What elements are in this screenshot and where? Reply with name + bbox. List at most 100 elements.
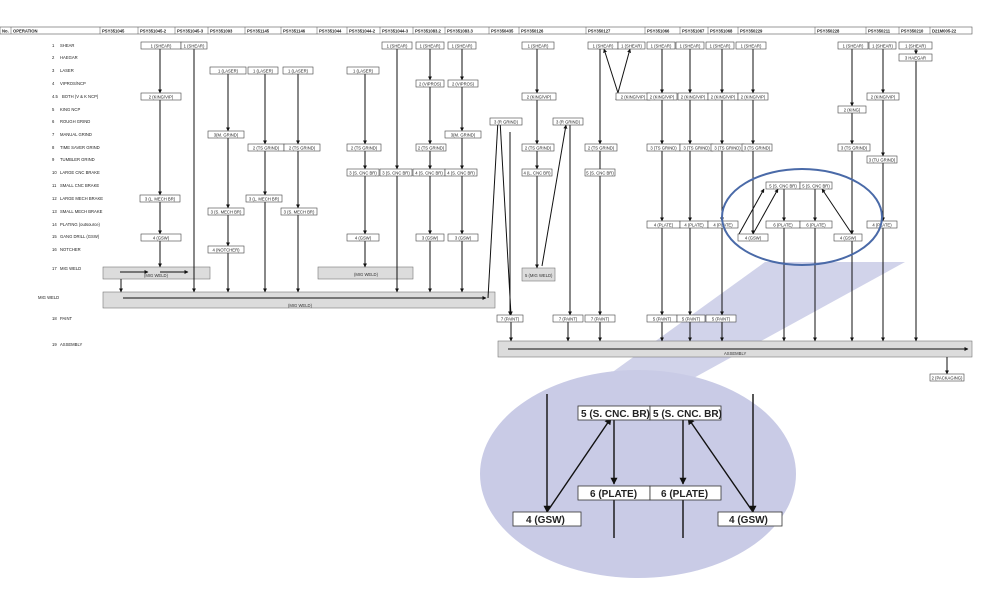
zoom-text-s-cnc-left: 5 (S. CNC. BR) [581, 409, 650, 420]
box-ts_grind-36 [283, 143, 321, 152]
box-text-ts_grind-39: 2 (TS GRIND) [525, 146, 552, 151]
box-s_cnc5-52 [584, 168, 616, 177]
header-part-16: PSY351068 [710, 29, 733, 34]
op-number-13: 13 [52, 209, 57, 214]
box-laser-17 [247, 66, 279, 75]
box-packaging-78 [929, 373, 965, 382]
header-part-2: PSY351045-3 [177, 29, 204, 34]
box-text-s_cnc5-54: 5 (S. CNC BR) [802, 184, 830, 189]
box-text-king_vip-27: 2 (KING/VIP) [711, 95, 736, 100]
box-text-shear-7: 1 (SHEAR) [621, 44, 642, 49]
box-laser-16 [209, 66, 247, 75]
box-text-plate6-62: 6 (PLATE) [773, 223, 793, 228]
box-paint5-76 [676, 314, 706, 323]
header-part-19: PSY350211 [868, 29, 891, 34]
box-s_cnc-48 [379, 168, 413, 177]
box-king_vip-29 [866, 92, 900, 101]
box-text-paint-74: 7 (PAINT) [591, 317, 610, 322]
header-part-20: PSY350210 [901, 29, 924, 34]
box-text-tu_grind-46: 3 (TU GRIND) [869, 158, 896, 163]
box-text-king_vip-28: 2 (KING/VIP) [741, 95, 766, 100]
box-text-shear-14: 1 (SHEAR) [905, 44, 926, 49]
box-text-paint-72: 7 (PAINT) [501, 317, 520, 322]
box-text-plate6-63: 6 (PLATE) [806, 223, 826, 228]
header-part-11: PSY350435 [491, 29, 514, 34]
op-number-6: 6 [52, 119, 55, 124]
box-shear-14 [898, 41, 933, 50]
box-tu_grind-46 [866, 155, 898, 164]
box-text-rough-31: 3 (R GRIND) [494, 120, 519, 125]
op-name-17: MIG WELD [60, 266, 81, 271]
header-part-12: PSY350126 [521, 29, 544, 34]
op-name-12: LARGE MECH BRAKE [60, 196, 103, 201]
box-text-s_cnc5-52: 5 (S. CNC BR) [586, 171, 614, 176]
assembly-label: ASSEMBLY [724, 351, 746, 356]
box-text-shear-13: 1 (SHEAR) [872, 44, 893, 49]
op-number-2: 3 [52, 68, 55, 73]
box-text-s_cnc5-53: 5 (S. CNC BR) [769, 184, 797, 189]
diag-connector-0 [603, 48, 619, 94]
zoom-text-plate-right: 6 (PLATE) [661, 489, 708, 500]
box-text-laser-19: 1 (LASER) [353, 69, 374, 74]
header-part-13: PSY350127 [588, 29, 611, 34]
box-text-gsw-65: 4 (GSW) [153, 236, 170, 241]
box-m_grind-34 [444, 130, 482, 139]
box-text-shear-9: 1 (SHEAR) [680, 44, 701, 49]
box-text-laser-16: 1 (LASER) [218, 69, 239, 74]
box-m_grind-33 [207, 130, 245, 139]
box-s_cnc-47 [346, 168, 380, 177]
box-laser-19 [346, 66, 380, 75]
header-part-4: PSY351145 [247, 29, 270, 34]
box-ts_grind3-45 [837, 143, 871, 152]
op-name-19: PAINT [60, 316, 72, 321]
header-operation: OPERATION [13, 29, 38, 34]
box-king_vip-23 [521, 92, 557, 101]
flow-connectors [119, 48, 969, 375]
box-text-shear-11: 1 (SHEAR) [741, 44, 762, 49]
box-paint-72 [496, 314, 524, 323]
box-text-shear-6: 1 (SHEAR) [593, 44, 614, 49]
mig-weld-main-label: (MIG WELD) [288, 303, 313, 308]
header-part-10: PSY351083.3 [447, 29, 474, 34]
op-number-5: 5 [52, 107, 55, 112]
op-name-4: BOTH (V & K NCP) [62, 94, 99, 99]
box-text-haegar-15: 3 HAEGAR [905, 56, 926, 61]
box-gsw-69 [737, 233, 769, 242]
box-text-shear-1: 1 (SHEAR) [184, 44, 205, 49]
box-text-shear-8: 1 (SHEAR) [651, 44, 672, 49]
diag-connector-3 [487, 119, 500, 299]
box-text-king_vip-25: 2 (KING/VIP) [650, 95, 675, 100]
zoom-ellipse [480, 370, 796, 578]
op-name-8: TIME SAVER GRIND [60, 145, 100, 150]
diag-connector-7 [738, 188, 765, 235]
header-part-6: PSY351044 [319, 29, 342, 34]
box-text-ts_grind3-43: 3 (TS GRIND) [714, 146, 741, 151]
op-number-9: 9 [52, 157, 55, 162]
zoom-box-s-cnc-right [649, 405, 722, 421]
zoom-inset: 5 (S. CNC. BR) 5 (S. CNC. BR) 6 (PLATE) … [512, 394, 783, 538]
box-notcher-71 [207, 245, 245, 254]
mig-weld-label-3: 5 (MIG WELD) [525, 273, 553, 278]
box-shear-12 [837, 41, 869, 50]
box-text-s_cnc4-50: 4 (S. CNC BR) [447, 171, 475, 176]
box-shear-10 [705, 41, 735, 50]
box-ts_grind-37 [346, 143, 382, 152]
op-name-3: VIPROS/NCP [60, 81, 86, 86]
op-number-1: 2 [52, 55, 55, 60]
header-part-8: PSY351044-3 [382, 29, 409, 34]
box-text-ts_grind3-41: 3 (TS GRIND) [650, 146, 677, 151]
header-part-1: PSY351045-2 [140, 29, 167, 34]
box-text-s_mech-58: 3 (S. MECH BR) [284, 210, 315, 215]
op-name-9: TUMBLER GRIND [60, 157, 95, 162]
box-gsw-65 [140, 233, 182, 242]
op-name-7: MANUAL GRIND [60, 132, 92, 137]
op-name-11: SMALL CNC BRAKE [60, 183, 99, 188]
box-text-shear-2: 1 (SHEAR) [387, 44, 408, 49]
box-text-plate-59: 4 (PLATE) [654, 223, 674, 228]
op-name-18: MIG WELD [38, 295, 59, 300]
box-text-plate-64: 4 (PLATE) [872, 223, 892, 228]
box-shear-13 [868, 41, 897, 50]
box-text-s_cnc4-49: 4 (S. CNC BR) [415, 171, 443, 176]
box-text-l_mech-56: 3 (L. MECH BR) [249, 197, 280, 202]
